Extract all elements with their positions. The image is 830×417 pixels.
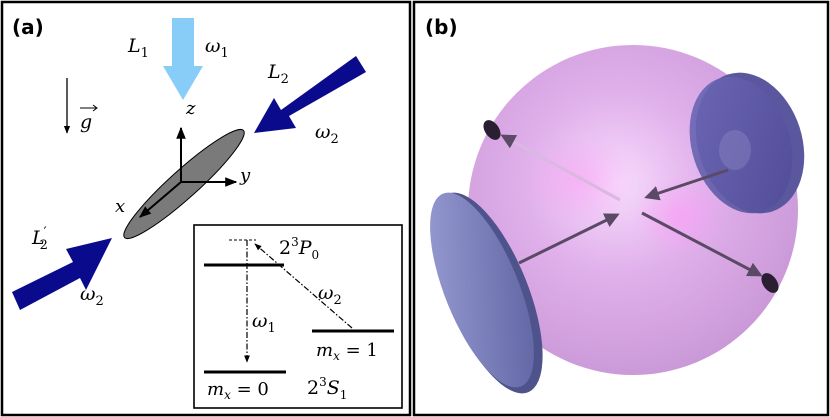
sublevel-mx-0-label: mx = 0 bbox=[207, 379, 269, 402]
atom-cloud bbox=[123, 128, 245, 240]
panel-a: (a) L1 ω1 L2 ω2 L′2 ω2 g bbox=[0, 0, 412, 417]
level-diagram-inset bbox=[193, 224, 403, 409]
svg-text:L′2: L′2 bbox=[31, 225, 48, 253]
beam-L2 bbox=[254, 56, 366, 133]
disc-upper-right bbox=[689, 72, 805, 214]
arrow-in-upper bbox=[644, 168, 729, 201]
panel-b-label: (b) bbox=[425, 15, 458, 39]
axis-x-label: x bbox=[115, 196, 125, 217]
beam-L2-prime bbox=[12, 238, 112, 310]
svg-text:g: g bbox=[80, 111, 92, 133]
cap-upper-left bbox=[483, 120, 501, 140]
omega1-transition-label: ω1 bbox=[252, 310, 276, 336]
svg-text:ω2: ω2 bbox=[80, 283, 104, 309]
transition-omega2 bbox=[254, 243, 353, 329]
gravity-label: g bbox=[80, 104, 98, 133]
upper-state-label: 23P0 bbox=[279, 235, 319, 262]
arrow-in-lower bbox=[518, 213, 620, 265]
arrow-out-upper bbox=[500, 134, 621, 202]
sublevel-mx-1-label: mx = 1 bbox=[316, 340, 378, 363]
sphere-glow-left bbox=[525, 135, 635, 225]
coordinate-axes bbox=[139, 126, 238, 218]
momentum-arrows bbox=[500, 134, 763, 277]
svg-text:L1: L1 bbox=[127, 35, 149, 61]
axis-y-label: y bbox=[239, 165, 251, 186]
lower-state-label: 23S1 bbox=[307, 375, 347, 402]
omega2-transition-label: ω2 bbox=[318, 282, 342, 308]
panel-a-label: (a) bbox=[12, 15, 44, 39]
beam-L1 bbox=[163, 18, 203, 100]
beam-L2-label: L2 ω2 bbox=[267, 61, 339, 147]
svg-text:ω1: ω1 bbox=[205, 35, 229, 61]
axis-z-label: z bbox=[185, 98, 196, 119]
beam-L2-prime-label: L′2 ω2 bbox=[31, 225, 104, 309]
beam-L1-label: L1 ω1 bbox=[127, 35, 229, 61]
cap-lower-right bbox=[761, 273, 779, 293]
svg-text:ω2: ω2 bbox=[315, 121, 339, 147]
disc-lower-left bbox=[430, 192, 543, 394]
panel-b: (b) bbox=[412, 0, 830, 417]
svg-text:L2: L2 bbox=[267, 61, 289, 87]
arrow-out-lower bbox=[641, 211, 763, 277]
